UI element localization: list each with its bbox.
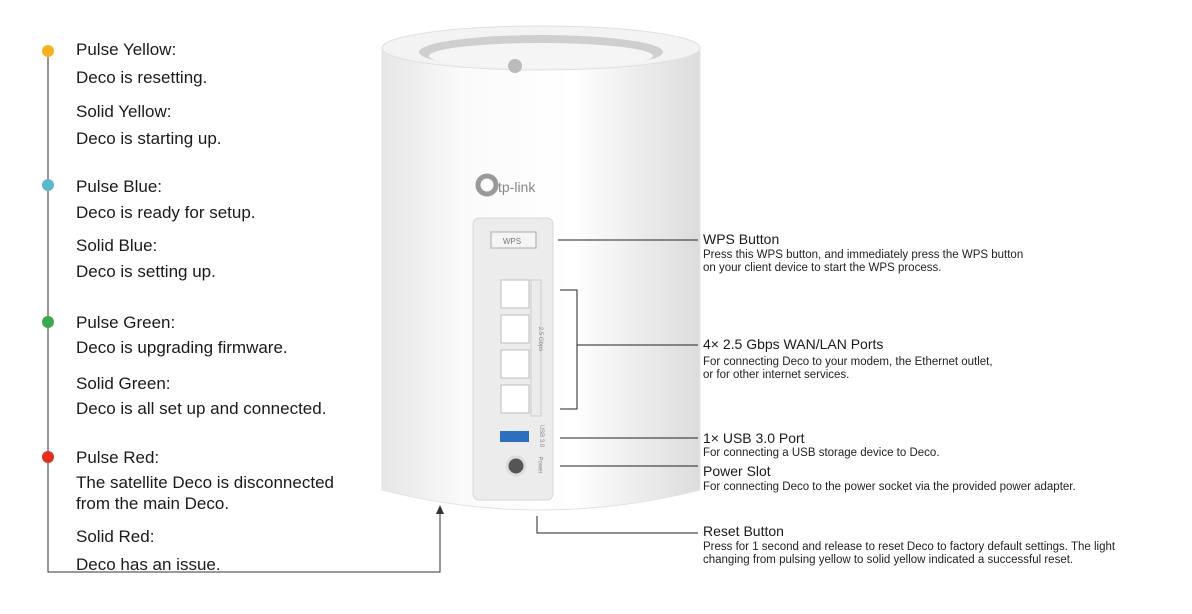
wps-desc: Press this WPS button, and immediately p… — [703, 249, 1024, 261]
ethernet-port-1 — [500, 279, 530, 309]
ports-desc: or for other internet services. — [703, 369, 850, 381]
usb-desc: For connecting a USB storage device to D… — [703, 447, 940, 459]
reset-desc: changing from pulsing yellow to solid ye… — [703, 554, 1074, 566]
wps-print: WPS — [502, 237, 522, 246]
ethernet-port-4 — [500, 384, 530, 414]
brand-logo-text: tp-link — [498, 179, 536, 195]
wps-desc: on your client device to start the WPS p… — [703, 262, 942, 274]
led-label: Solid Green: — [76, 374, 171, 393]
led-desc: Deco is ready for setup. — [76, 203, 256, 222]
usb-title: 1× USB 3.0 Port — [703, 430, 805, 446]
power-slot — [505, 455, 527, 477]
green-led-dot — [42, 316, 54, 328]
led-label: Pulse Blue: — [76, 177, 162, 196]
led-label: Pulse Yellow: — [76, 40, 177, 59]
power-print: Power — [536, 456, 543, 474]
wps-button[interactable] — [490, 231, 537, 249]
led-arrow-icon — [436, 505, 444, 514]
top-logo-icon — [508, 59, 522, 73]
led-desc: Deco has an issue. — [76, 555, 221, 574]
power-desc: For connecting Deco to the power socket … — [703, 481, 1076, 493]
led-label: Solid Blue: — [76, 236, 158, 255]
usb-port — [500, 431, 529, 442]
blue-led-dot — [42, 179, 54, 191]
led-label: Solid Yellow: — [76, 102, 172, 121]
led-desc: Deco is resetting. — [76, 68, 208, 87]
ports-title: 4× 2.5 Gbps WAN/LAN Ports — [703, 336, 884, 352]
usb-print: USB 3.0 — [538, 424, 545, 448]
red-led-dot — [42, 451, 54, 463]
tp-link-logo-icon — [475, 173, 499, 197]
led-desc: Deco is all set up and connected. — [76, 399, 327, 418]
led-label: Pulse Green: — [76, 313, 176, 332]
ethernet-port-3 — [500, 349, 530, 379]
led-label: Pulse Red: — [76, 448, 160, 467]
power-title: Power Slot — [703, 463, 771, 479]
led-desc: Deco is setting up. — [76, 262, 216, 281]
ports-desc: For connecting Deco to your modem, the E… — [703, 356, 993, 368]
reset-title: Reset Button — [703, 523, 784, 539]
led-desc: Deco is starting up. — [76, 129, 222, 148]
led-label: Solid Red: — [76, 527, 155, 546]
yellow-led-dot — [42, 45, 54, 57]
callout-lines — [536, 239, 698, 534]
led-desc: from the main Deco. — [76, 494, 230, 513]
led-desc: The satellite Deco is disconnected — [76, 473, 334, 492]
led-desc: Deco is upgrading firmware. — [76, 338, 288, 357]
ethernet-ports — [500, 279, 542, 417]
ethernet-port-2 — [500, 314, 530, 344]
led-timeline — [47, 50, 441, 573]
wps-title: WPS Button — [703, 231, 780, 247]
port-print: 2.5 Gbps — [537, 326, 544, 352]
reset-desc: Press for 1 second and release to reset … — [703, 541, 1116, 553]
deco-unit — [381, 25, 701, 511]
